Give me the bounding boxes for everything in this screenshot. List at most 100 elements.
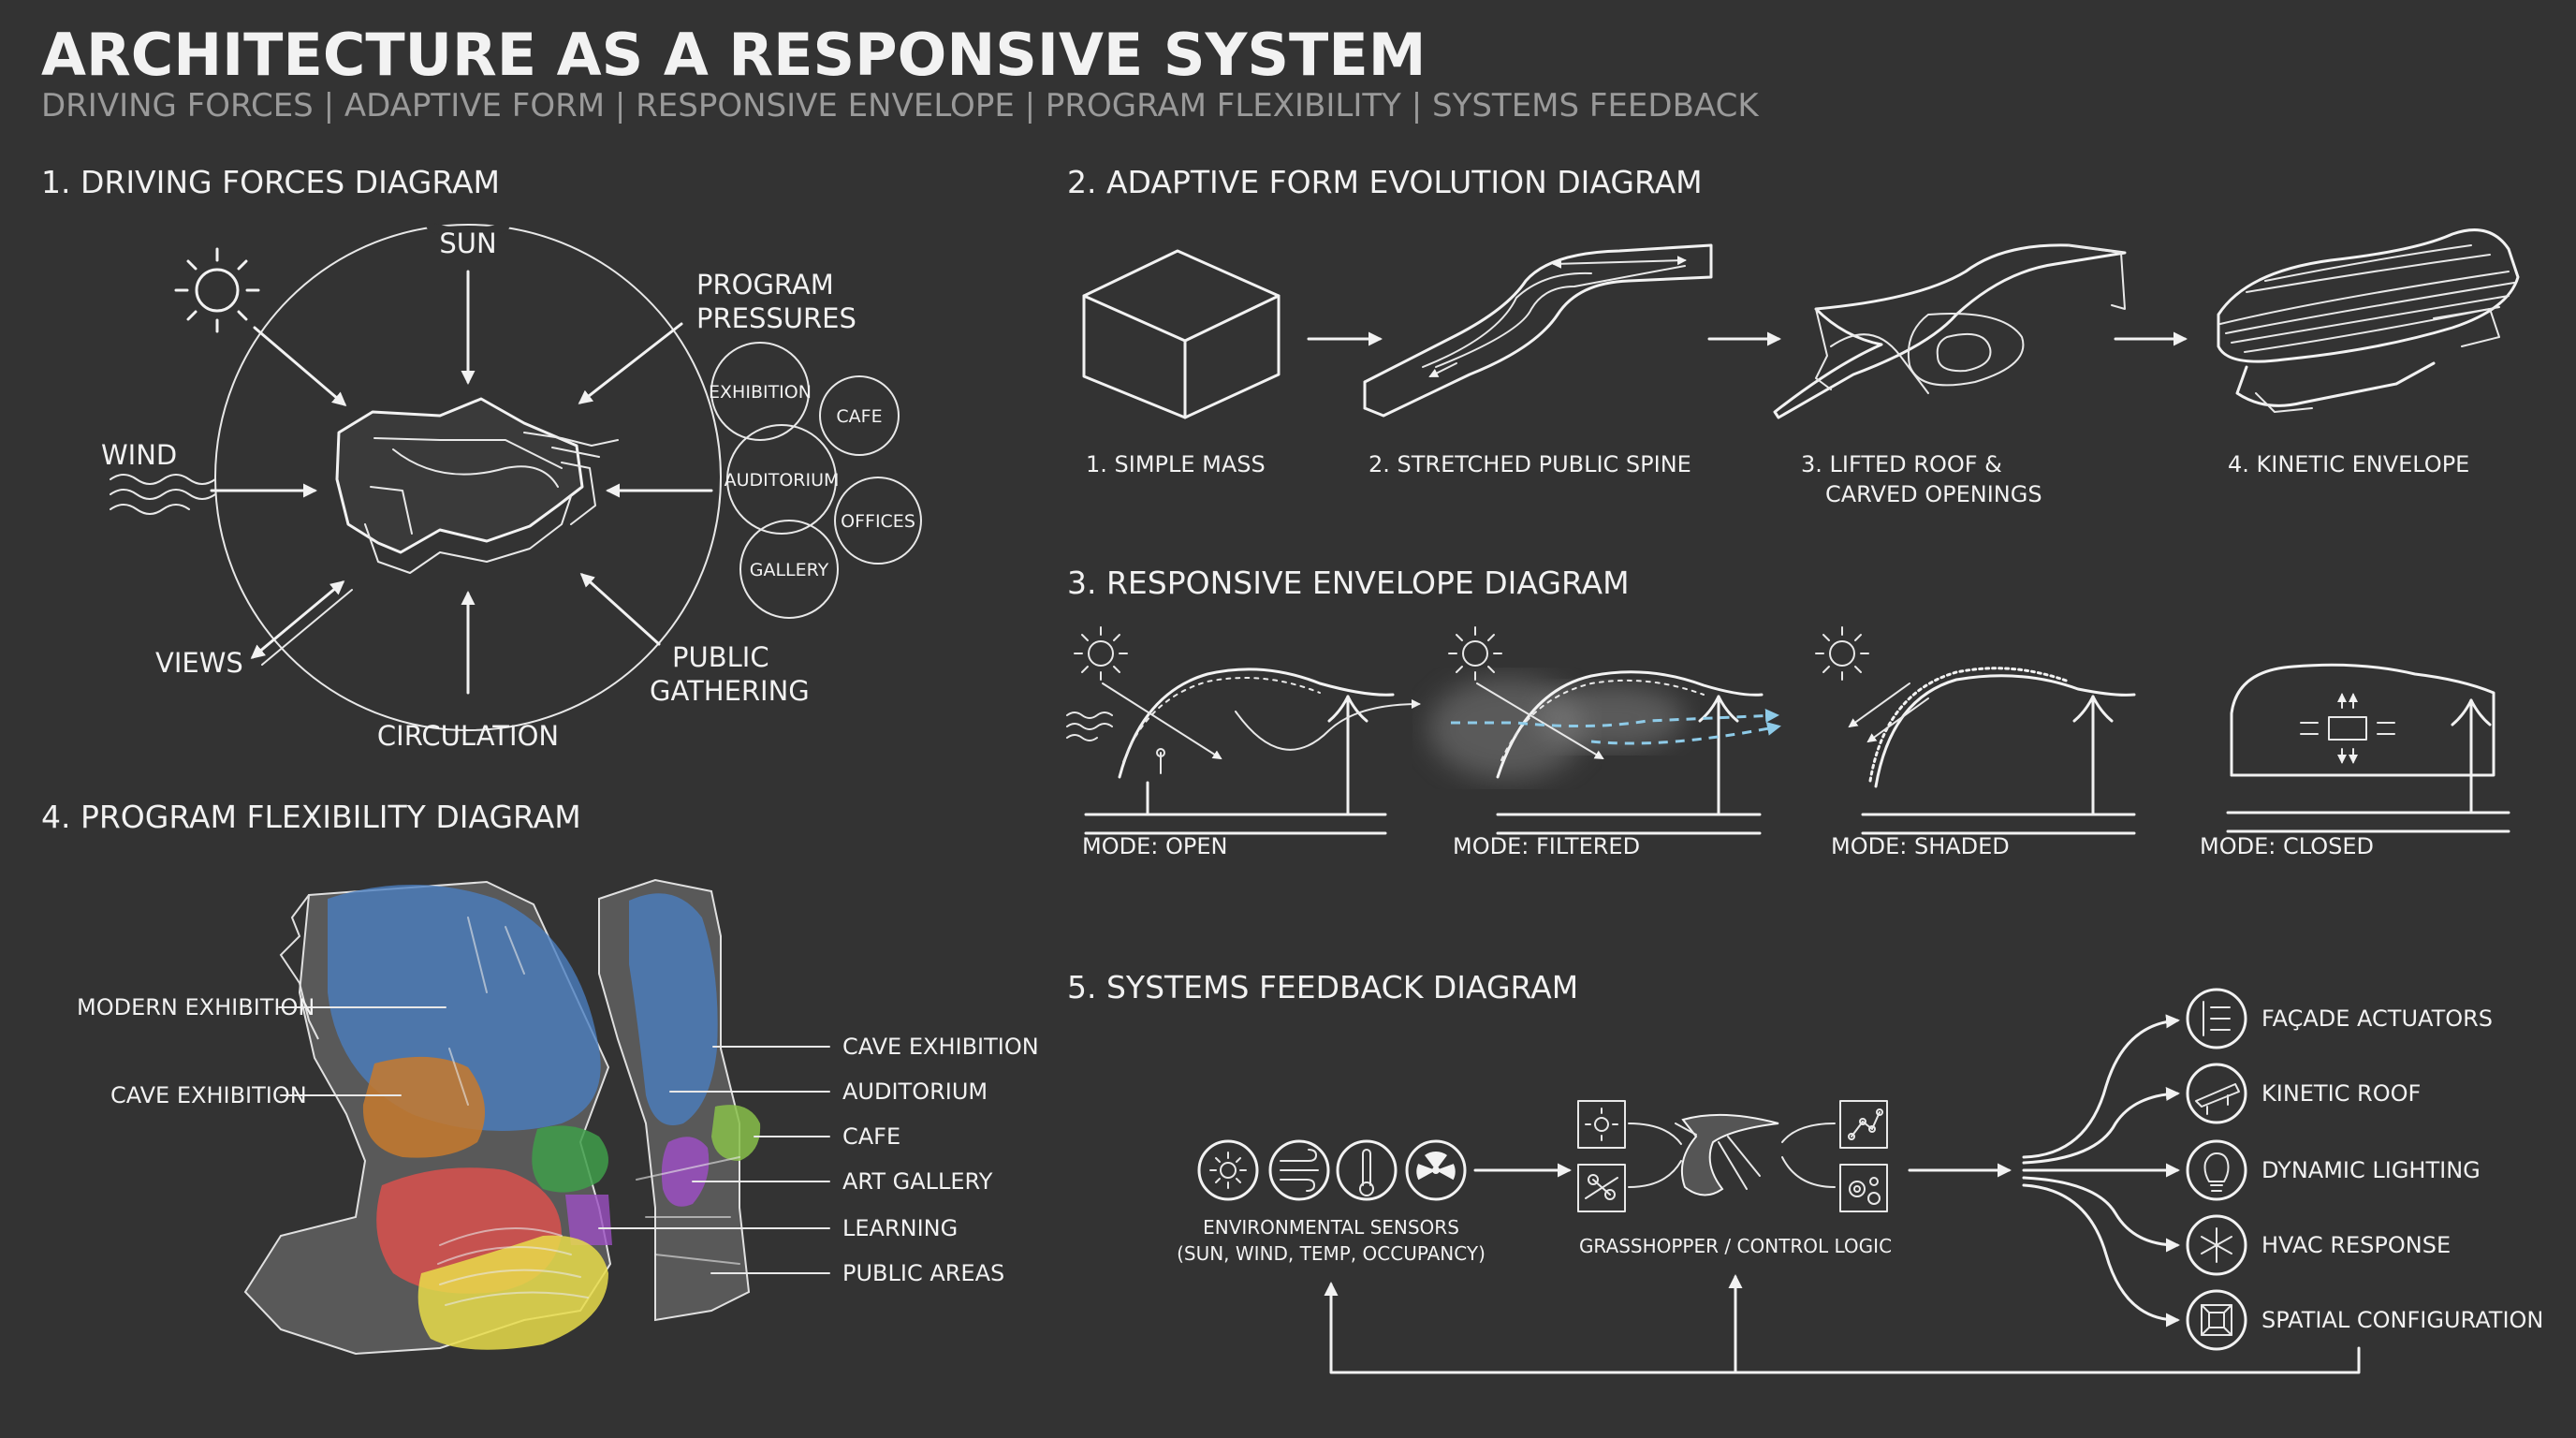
- wind-icon: [1066, 712, 1113, 741]
- stretched-spine-form: [1363, 243, 1713, 418]
- output-arrows: [2022, 1014, 2180, 1328]
- page-title: ARCHITECTURE AS A RESPONSIVE SYSTEM: [41, 21, 1426, 89]
- mode-filtered-label: MODE: FILTERED: [1453, 833, 1640, 859]
- page-subtitle: DRIVING FORCES | ADAPTIVE FORM | RESPONS…: [41, 87, 1760, 125]
- kinetic-roof-icon: [2186, 1063, 2247, 1124]
- sun-sensor-icon: [1209, 1152, 1247, 1189]
- bubble-exhibition-label: EXHIBITION: [709, 382, 812, 403]
- snowflake-icon: [2186, 1214, 2247, 1276]
- label-auditorium: AUDITORIUM: [842, 1078, 988, 1105]
- lifted-roof-form: [1773, 243, 2127, 419]
- envelope-mode-filtered: [1428, 626, 1781, 835]
- force-arrows: [210, 270, 713, 695]
- sun-icon: [174, 247, 260, 333]
- thermometer-icon: [1359, 1149, 1374, 1196]
- sensor-icons: [1197, 1139, 1467, 1201]
- envelope-title: 3. RESPONSIVE ENVELOPE DIAGRAM: [1067, 565, 1630, 601]
- occupancy-sensor-icon: [1416, 1152, 1456, 1181]
- sun-icon: [1448, 626, 1502, 681]
- bubble-gallery-label: GALLERY: [750, 560, 829, 580]
- label-cave-exhibition-left: CAVE EXHIBITION: [110, 1082, 307, 1108]
- label-cafe: CAFE: [842, 1123, 900, 1150]
- program-bubbles: EXHIBITION CAFE AUDITORIUM OFFICES GALLE…: [709, 342, 922, 619]
- bubble-exhibition: [710, 342, 810, 441]
- logic-gear-box: [1839, 1164, 1888, 1212]
- driving-forces-diagram: 1. DRIVING FORCES DIAGRAM SUN WIND VIEWS…: [41, 164, 922, 752]
- mode-open-label: MODE: OPEN: [1082, 833, 1227, 859]
- sun-icon: [1074, 626, 1128, 681]
- label-program-2: PRESSURES: [696, 302, 856, 334]
- kinetic-envelope-form: [2217, 228, 2520, 413]
- feedback-loop: [1324, 1274, 2361, 1374]
- label-wind: WIND: [101, 439, 177, 471]
- label-public-2: GATHERING: [650, 675, 810, 707]
- step-3-label-1: 3. LIFTED ROOF &: [1801, 451, 2002, 477]
- step-4-label: 4. KINETIC ENVELOPE: [2228, 451, 2469, 477]
- evolution-title: 2. ADAPTIVE FORM EVOLUTION DIAGRAM: [1067, 164, 1703, 200]
- zone-cave-exhibition-right: [629, 893, 718, 1125]
- feedback-title: 5. SYSTEMS FEEDBACK DIAGRAM: [1067, 969, 1578, 1005]
- logic-label: GRASSHOPPER / CONTROL LOGIC: [1579, 1235, 1892, 1257]
- output-spatial-configuration: SPATIAL CONFIGURATION: [2261, 1307, 2543, 1333]
- envelope-mode-open: [1066, 626, 1421, 835]
- mode-closed-label: MODE: CLOSED: [2200, 833, 2374, 859]
- output-facade-actuators: FAÇADE ACTUATORS: [2261, 1005, 2493, 1032]
- program-leaders-right: [598, 1046, 830, 1274]
- logic-node-box: [1577, 1164, 1626, 1212]
- logic-graph-box: [1839, 1100, 1888, 1149]
- program-flexibility-diagram: 4. PROGRAM FLEXIBILITY DIAGRAM MODERN EX…: [41, 799, 1039, 1356]
- step-2-label: 2. STRETCHED PUBLIC SPINE: [1368, 451, 1691, 477]
- zone-green: [532, 1125, 608, 1193]
- bubble-cafe: [819, 375, 900, 456]
- bubble-offices-label: OFFICES: [841, 511, 915, 532]
- bubble-auditorium: [726, 424, 837, 535]
- facade-actuators-icon: [2186, 988, 2247, 1049]
- forces-title: 1. DRIVING FORCES DIAGRAM: [41, 164, 500, 200]
- label-cave-exhibition-right: CAVE EXHIBITION: [842, 1034, 1039, 1060]
- program-leaders-left: [278, 1006, 446, 1096]
- envelope-mode-closed: [2226, 663, 2510, 833]
- step-1-label: 1. SIMPLE MASS: [1086, 451, 1266, 477]
- wind-icon: [110, 474, 216, 515]
- output-hvac-response: HVAC RESPONSE: [2261, 1232, 2451, 1258]
- building-sketch: [335, 397, 619, 574]
- forces-boundary-circle: [214, 224, 722, 731]
- label-modern-exhibition: MODERN EXHIBITION: [77, 994, 315, 1020]
- step-3-label-2: CARVED OPENINGS: [1825, 481, 2042, 507]
- output-kinetic-roof: KINETIC ROOF: [2261, 1080, 2421, 1107]
- zone-art-gallery: [661, 1137, 710, 1207]
- grasshopper-icon: [1675, 1113, 1779, 1196]
- simple-mass-cube: [1082, 249, 1281, 419]
- lightbulb-icon: [2186, 1139, 2247, 1201]
- bubble-auditorium-label: AUDITORIUM: [724, 470, 840, 491]
- adaptive-form-diagram: 2. ADAPTIVE FORM EVOLUTION DIAGRAM: [1067, 164, 2520, 507]
- envelope-mode-shaded: [1815, 626, 2136, 835]
- gear-icon: [1849, 1177, 1881, 1205]
- logic-sun-box: [1577, 1100, 1626, 1149]
- responsive-envelope-diagram: 3. RESPONSIVE ENVELOPE DIAGRAM: [1066, 565, 2510, 859]
- sun-icon: [1815, 626, 1869, 681]
- label-public-areas: PUBLIC AREAS: [842, 1260, 1004, 1286]
- program-title: 4. PROGRAM FLEXIBILITY DIAGRAM: [41, 799, 581, 835]
- zone-learning-purple: [565, 1195, 612, 1245]
- bubble-cafe-label: CAFE: [836, 406, 882, 427]
- bubble-gallery: [739, 520, 839, 619]
- label-public-1: PUBLIC: [672, 641, 769, 673]
- label-circulation: CIRCULATION: [377, 720, 559, 752]
- label-program-1: PROGRAM: [696, 269, 834, 301]
- systems-feedback-diagram: 5. SYSTEMS FEEDBACK DIAGRAM: [1067, 969, 2543, 1374]
- label-art-gallery: ART GALLERY: [842, 1168, 993, 1195]
- label-sun: SUN: [439, 227, 496, 259]
- output-dynamic-lighting: DYNAMIC LIGHTING: [2261, 1157, 2481, 1183]
- label-learning: LEARNING: [842, 1215, 958, 1241]
- sensors-label-1: ENVIRONMENTAL SENSORS: [1203, 1216, 1459, 1239]
- zone-cafe: [711, 1105, 761, 1161]
- zone-cave-exhibition-left: [362, 1056, 485, 1158]
- spatial-configuration-icon: [2186, 1289, 2247, 1351]
- sensors-label-2: (SUN, WIND, TEMP, OCCUPANCY): [1177, 1242, 1486, 1265]
- label-views: VIEWS: [155, 647, 243, 679]
- mode-shaded-label: MODE: SHADED: [1831, 833, 2010, 859]
- bubble-offices: [834, 477, 922, 565]
- wind-sensor-icon: [1280, 1149, 1319, 1192]
